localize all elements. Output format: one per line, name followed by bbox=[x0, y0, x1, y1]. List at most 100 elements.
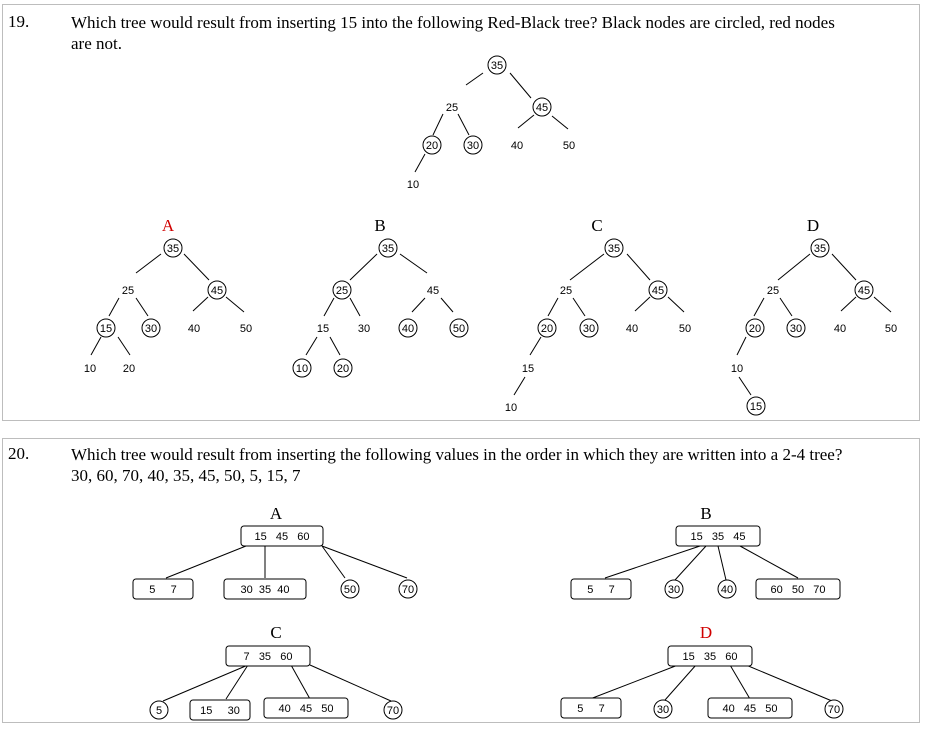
option-19d-label: D bbox=[807, 216, 819, 235]
tree-edge bbox=[604, 545, 701, 579]
tree-edge bbox=[135, 297, 149, 317]
given-node-30-circle bbox=[463, 135, 483, 155]
option-20c-root: 7 35 60 bbox=[244, 651, 293, 663]
tree-edge bbox=[572, 297, 586, 317]
option-19c-node-10: 10 bbox=[505, 402, 517, 414]
option-19c-node-30-circle bbox=[579, 318, 599, 338]
tree-edge bbox=[162, 664, 249, 702]
question-20-text: Which tree would result from inserting t… bbox=[71, 444, 916, 486]
option-19a-node-15-circle bbox=[96, 318, 116, 338]
tree-edge bbox=[626, 253, 651, 281]
option-20b-child-4: 60 50 70 bbox=[770, 584, 825, 596]
option-19a-node-35-circle bbox=[163, 238, 183, 258]
option-20c-child-4-circle bbox=[383, 700, 403, 720]
option-20c-child-1: 5 bbox=[156, 705, 162, 717]
given-node-40: 40 bbox=[511, 140, 523, 152]
given-node-20-circle bbox=[422, 135, 442, 155]
tree-edge bbox=[674, 545, 707, 581]
tree-edge bbox=[551, 115, 569, 130]
question-19-text: Which tree would result from inserting 1… bbox=[71, 12, 916, 54]
option-20d-child-1-box bbox=[560, 697, 622, 719]
option-20d-child-4-circle bbox=[824, 699, 844, 719]
option-19b-node-25: 25 bbox=[336, 285, 348, 297]
tree-edge bbox=[349, 253, 378, 281]
tree-edge bbox=[135, 253, 162, 274]
given-node-30: 30 bbox=[467, 140, 479, 152]
tree-edge bbox=[309, 664, 392, 702]
option-19d-node-25: 25 bbox=[767, 285, 779, 297]
option-19a-node-20: 20 bbox=[123, 363, 135, 375]
option-19a-node-35: 35 bbox=[167, 243, 179, 255]
tree-edge bbox=[305, 336, 318, 356]
option-19b-node-45: 45 bbox=[427, 285, 439, 297]
option-20d-child-4: 70 bbox=[828, 704, 840, 716]
tree-edge bbox=[517, 114, 535, 129]
question-20-text-line1: Which tree would result from inserting t… bbox=[71, 445, 843, 464]
tree-edge bbox=[738, 376, 752, 396]
option-20d-label: D bbox=[700, 623, 712, 642]
option-19c-node-35-circle bbox=[604, 238, 624, 258]
option-19b-node-35: 35 bbox=[382, 243, 394, 255]
option-19c-label: C bbox=[591, 216, 602, 235]
tree-edge bbox=[323, 297, 335, 317]
option-19c-node-30: 30 bbox=[583, 323, 595, 335]
option-20a-label: A bbox=[270, 504, 283, 523]
option-19d-node-45-circle bbox=[854, 280, 874, 300]
tree-edge bbox=[745, 664, 833, 702]
tree-edge bbox=[547, 297, 559, 317]
tree-edge bbox=[736, 336, 747, 356]
option-20b-child-2-circle bbox=[664, 579, 684, 599]
option-19b-node-40: 40 bbox=[402, 323, 414, 335]
option-20b-child-3-circle bbox=[717, 579, 737, 599]
option-20a-root: 15 45 60 bbox=[254, 531, 309, 543]
option-20a-child-3-circle bbox=[340, 579, 360, 599]
option-20b-root: 15 35 45 bbox=[690, 531, 745, 543]
option-20c-child-3-box bbox=[263, 697, 349, 719]
option-19d-node-35: 35 bbox=[814, 243, 826, 255]
option-20c-root-box bbox=[225, 645, 311, 667]
option-19c-node-25: 25 bbox=[560, 285, 572, 297]
option-20d-child-2-circle bbox=[653, 699, 673, 719]
option-20c-child-3: 40 45 50 bbox=[278, 703, 333, 715]
option-20c-child-1-circle bbox=[149, 700, 169, 720]
question-20-number: 20. bbox=[8, 444, 30, 463]
option-19d-node-35-circle bbox=[810, 238, 830, 258]
tree-edge bbox=[183, 253, 210, 281]
tree-edge bbox=[225, 664, 249, 700]
option-20a-child-2-box bbox=[223, 578, 307, 600]
option-19b-label: B bbox=[374, 216, 385, 235]
option-19c-node-20-circle bbox=[537, 318, 557, 338]
option-19a-node-50: 50 bbox=[240, 323, 252, 335]
option-19a-node-10: 10 bbox=[84, 363, 96, 375]
tree-edge bbox=[509, 72, 532, 99]
option-19b-node-40-circle bbox=[398, 318, 418, 338]
option-19b-node-20-circle bbox=[333, 358, 353, 378]
option-20b-child-2: 30 bbox=[668, 584, 680, 596]
option-19a-label: A bbox=[162, 216, 175, 235]
tree-edge bbox=[513, 376, 526, 396]
tree-edge bbox=[779, 297, 793, 317]
tree-edge bbox=[432, 113, 444, 136]
tree-edge bbox=[290, 664, 311, 700]
question-19-box bbox=[2, 4, 920, 421]
option-19b-node-50: 50 bbox=[453, 323, 465, 335]
tree-edge bbox=[117, 336, 131, 356]
tree-edge bbox=[753, 297, 765, 317]
option-19b-node-15: 15 bbox=[317, 323, 329, 335]
option-20b-label: B bbox=[700, 504, 711, 523]
option-19d-node-40: 40 bbox=[834, 323, 846, 335]
tree-edge bbox=[329, 336, 341, 356]
option-20d-child-3: 40 45 50 bbox=[722, 703, 777, 715]
given-node-45-circle bbox=[532, 97, 552, 117]
option-20b-root-box bbox=[675, 525, 761, 547]
tree-edge bbox=[667, 296, 685, 313]
tree-edge bbox=[529, 336, 542, 356]
option-20b-child-3: 40 bbox=[721, 584, 733, 596]
option-19d-node-30-circle bbox=[786, 318, 806, 338]
option-19d-node-45: 45 bbox=[858, 285, 870, 297]
option-20a-child-4-circle bbox=[398, 579, 418, 599]
option-20a-root-box bbox=[240, 525, 324, 547]
option-19d-node-10: 10 bbox=[731, 363, 743, 375]
option-19a-node-40: 40 bbox=[188, 323, 200, 335]
